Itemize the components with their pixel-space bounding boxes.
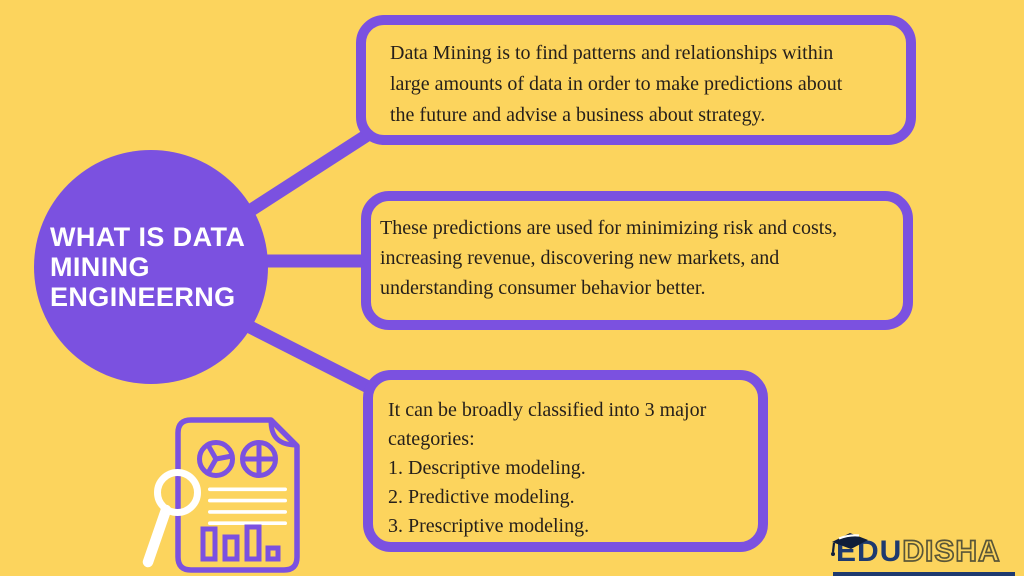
categories-list-item: 2. Predictive modeling.: [388, 486, 575, 508]
categories-list-item: 1. Descriptive modeling.: [388, 457, 586, 479]
predictions-uses-box: These predictions are used for minimizin…: [361, 191, 913, 330]
topic-title-line: MINING: [50, 252, 150, 282]
logo-text-disha: DISHA: [901, 535, 1001, 568]
predictions-text-line: increasing revenue, discovering new mark…: [380, 247, 780, 269]
logo-underline-bar: [833, 572, 1015, 576]
topic-title-line: ENGINEERNG: [50, 282, 236, 312]
definition-text-line: large amounts of data in order to make p…: [390, 73, 843, 95]
predictions-text-line: These predictions are used for minimizin…: [380, 217, 838, 239]
categories-text-line: It can be broadly classified into 3 majo…: [388, 399, 707, 421]
categories-list-item: 3. Prescriptive modeling.: [388, 515, 590, 537]
pie-chart-icon: [197, 440, 235, 478]
pie-chart-crosshair-icon: [240, 440, 278, 478]
graduation-cap-icon: [831, 533, 868, 556]
categories-text-line: categories:: [388, 428, 475, 450]
connector-line-bottom: [245, 320, 377, 396]
definition-text-line: Data Mining is to find patterns and rela…: [390, 42, 834, 64]
categories-box: It can be broadly classified into 3 majo…: [363, 370, 768, 552]
magnifier-icon: [142, 469, 201, 568]
edudisha-logo: EDUDISHA: [826, 526, 1022, 576]
topic-title-line: WHAT IS DATA: [50, 222, 246, 252]
connector-line-top: [244, 126, 376, 218]
definition-text-line: the future and advise a business about s…: [390, 104, 766, 126]
folded-corner-icon: [268, 420, 297, 448]
predictions-text-line: understanding consumer behavior better.: [380, 277, 706, 299]
document-text-lines: [208, 487, 287, 525]
central-topic-circle: WHAT IS DATA MINING ENGINEERNG: [34, 150, 268, 384]
definition-box: Data Mining is to find patterns and rela…: [356, 15, 916, 145]
document-icon: [175, 417, 300, 573]
bar-chart-icon: [200, 524, 281, 562]
document-analysis-icon: [142, 417, 300, 573]
